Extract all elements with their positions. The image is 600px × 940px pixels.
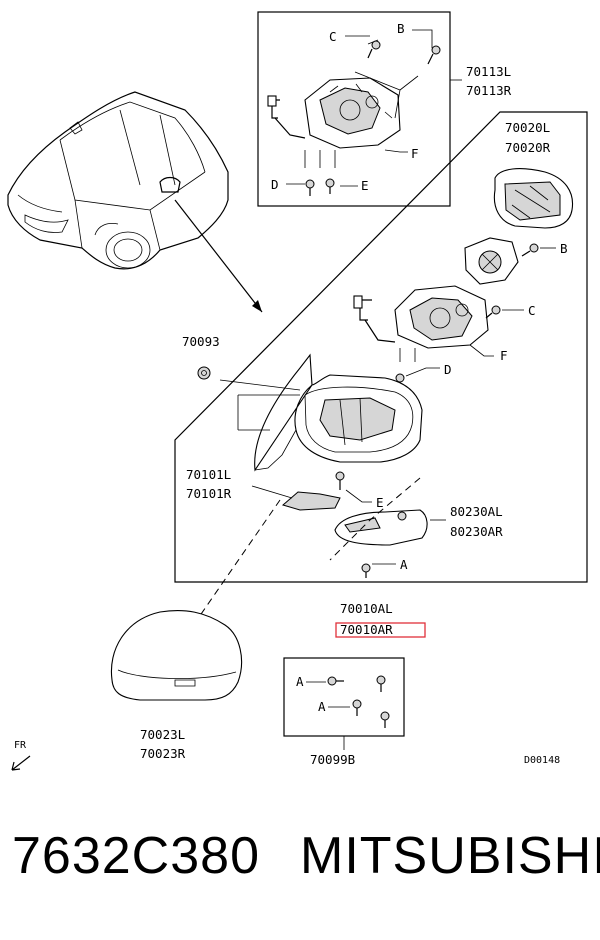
label-80230ar: 80230AR — [450, 524, 503, 539]
label-80230al: 80230AL — [450, 504, 503, 519]
callout-f-main: F — [500, 348, 508, 363]
label-70093: 70093 — [182, 334, 220, 349]
label-70113l: 70113L — [466, 64, 511, 79]
callout-c-main: C — [528, 303, 536, 318]
callout-b-main: B — [560, 241, 568, 256]
parts-diagram: C B F D E 70113L 70113R 70020L 70020R B — [7, 11, 588, 771]
screw-c — [367, 40, 381, 59]
screw-kit-label-a2: A — [318, 699, 326, 714]
footer-part-number: 7632C380 — [12, 827, 260, 885]
nut-70093 — [197, 366, 211, 380]
screw-kit-a3 — [352, 699, 362, 716]
label-70023l: 70023L — [140, 727, 185, 742]
screw-kit-a2 — [376, 675, 386, 692]
callout-c-top: C — [329, 29, 337, 44]
mirror-housing — [254, 353, 423, 472]
callout-e-main: E — [376, 495, 384, 510]
screw-e — [325, 178, 335, 194]
label-70099b: 70099B — [310, 752, 355, 767]
callout-f-top: F — [411, 146, 419, 161]
callout-e-top: E — [361, 178, 369, 193]
label-70023r: 70023R — [140, 746, 186, 761]
screw-a-main — [361, 563, 371, 578]
label-70101r: 70101R — [186, 486, 232, 501]
label-70113r: 70113R — [466, 83, 512, 98]
screw-kit-a4 — [380, 711, 390, 728]
label-70101l: 70101L — [186, 467, 231, 482]
callout-a-main: A — [400, 557, 408, 572]
mirror-cap — [110, 609, 243, 701]
diagram-code: D00148 — [524, 755, 560, 766]
screw-kit-a1 — [327, 676, 344, 686]
mirror-glass — [493, 168, 574, 229]
callout-d-top: D — [271, 177, 279, 192]
label-70010al: 70010AL — [340, 601, 393, 616]
highlight-70010ar — [335, 622, 426, 638]
screw-b — [427, 45, 441, 65]
screw-d — [305, 179, 315, 196]
inner-cover — [281, 491, 341, 511]
callout-d-main: D — [444, 362, 452, 377]
turn-lamp — [334, 509, 428, 546]
screw-c-main — [485, 305, 501, 319]
fr-arrow-icon — [11, 755, 31, 771]
screw-kit-label-a1: A — [296, 674, 304, 689]
assembly-frame — [174, 111, 588, 583]
screw-kit-box: A A — [283, 657, 405, 737]
screw-e-main — [335, 471, 345, 490]
footer-brand: MITSUBISHI — [300, 827, 600, 885]
label-70020l: 70020L — [505, 120, 550, 135]
label-70010ar: 70010AR — [340, 622, 393, 637]
car-illustration — [7, 91, 263, 313]
actuator — [464, 237, 519, 285]
motor-bracket — [353, 285, 489, 362]
label-fr: FR — [14, 740, 27, 751]
label-70020r: 70020R — [505, 140, 551, 155]
bracket-detail-box: C B F D E — [257, 11, 451, 207]
callout-b-top: B — [397, 21, 405, 36]
screw-b-main — [521, 243, 539, 257]
